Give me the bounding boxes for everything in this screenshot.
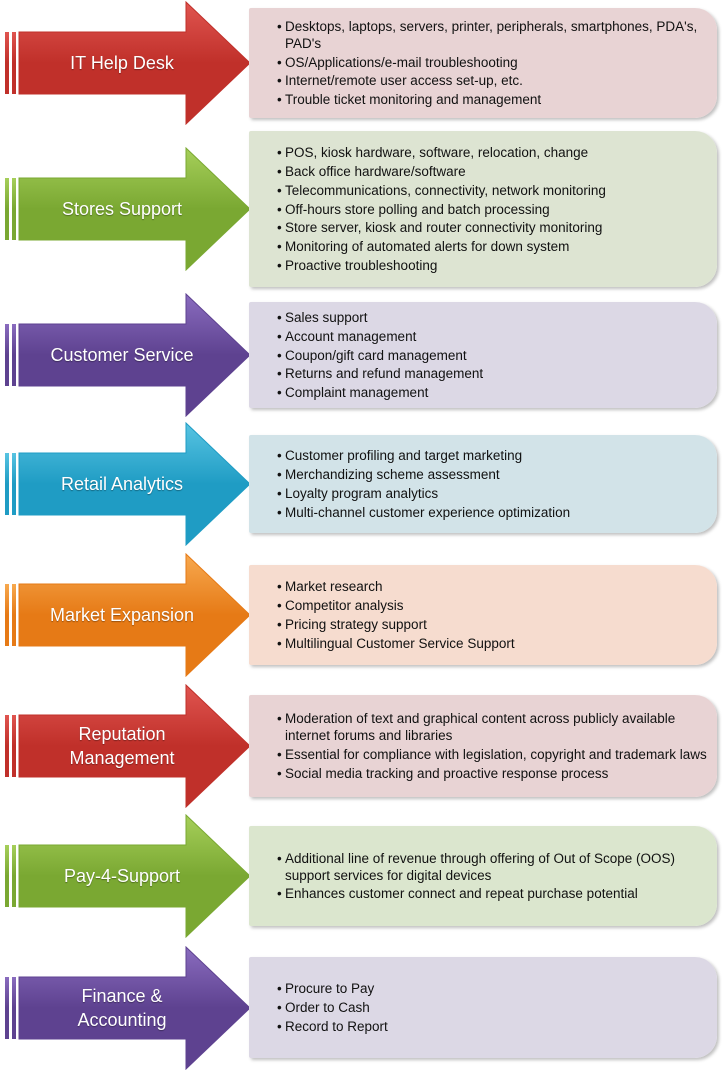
bullet-item: Essential for compliance with legislatio… — [277, 746, 709, 763]
bullet-item: Returns and refund management — [277, 365, 709, 382]
bullet-item: Multilingual Customer Service Support — [277, 635, 709, 652]
bullet-list: Procure to PayOrder to CashRecord to Rep… — [277, 978, 709, 1036]
arrow-shape — [0, 147, 252, 271]
arrow-shape — [0, 945, 252, 1070]
category-title-line: Management — [69, 748, 175, 768]
category-title-line: Finance & — [81, 985, 163, 1006]
bullet-item: Record to Report — [277, 1018, 709, 1035]
bullet-item: Complaint management — [277, 384, 709, 401]
service-row: Retail Analytics Customer profiling and t… — [0, 422, 722, 546]
bullet-item: Multi-channel customer experience optimi… — [277, 504, 709, 521]
bullet-item: Social media tracking and proactive resp… — [277, 765, 709, 782]
bullet-list: Sales supportAccount managementCoupon/gi… — [277, 307, 709, 403]
category-title: Pay-4-Support — [22, 864, 222, 888]
arrow-shape — [0, 684, 252, 808]
arrow-shape — [0, 553, 252, 677]
category-title-line: Reputation — [78, 724, 166, 744]
bullet-item: Off-hours store polling and batch proces… — [277, 201, 709, 218]
category-title: IT Help Desk — [22, 51, 222, 75]
bullet-item: Store server, kiosk and router connectiv… — [277, 219, 709, 236]
details-box: Procure to PayOrder to CashRecord to Rep… — [249, 957, 717, 1058]
bullet-item: Pricing strategy support — [277, 616, 709, 633]
category-title-line: Accounting — [77, 1009, 167, 1030]
bullet-list: POS, kiosk hardware, software, relocatio… — [277, 142, 709, 275]
service-row: Customer Service Sales supportAccount man… — [0, 293, 722, 417]
category-title-line: Market Expansion — [49, 605, 195, 625]
bullet-item: Proactive troubleshooting — [277, 257, 709, 274]
bullet-item: Competitor analysis — [277, 597, 709, 614]
category-title: Market Expansion — [22, 603, 222, 627]
service-row: Market Expansion Market researchCompetito… — [0, 553, 722, 677]
bullet-list: Market researchCompetitor analysisPricin… — [277, 577, 709, 654]
bullet-item: OS/Applications/e-mail troubleshooting — [277, 54, 709, 71]
details-box: POS, kiosk hardware, software, relocatio… — [249, 131, 717, 287]
bullet-item: Telecommunications, connectivity, networ… — [277, 182, 709, 199]
service-row: Stores Support POS, kiosk hardware, softw… — [0, 131, 722, 287]
bullet-item: Enhances customer connect and repeat pur… — [277, 885, 709, 902]
details-box: Moderation of text and graphical content… — [249, 695, 717, 797]
bullet-item: Coupon/gift card management — [277, 347, 709, 364]
category-title-line: Stores Support — [61, 199, 183, 219]
bullet-item: Internet/remote user access set-up, etc. — [277, 72, 709, 89]
category-title: Stores Support — [22, 197, 222, 221]
service-row: Pay-4-Support Additional line of revenue … — [0, 814, 722, 938]
category-title: Finance & Accounting — [22, 984, 222, 1032]
bullet-item: Order to Cash — [277, 999, 709, 1016]
bullet-list: Moderation of text and graphical content… — [277, 708, 709, 783]
arrow-shape — [0, 1, 252, 125]
service-row: Finance & Accounting Procure to PayOrder t… — [0, 945, 722, 1070]
bullet-item: Back office hardware/software — [277, 163, 709, 180]
details-box: Market researchCompetitor analysisPricin… — [249, 565, 717, 665]
arrow-shape — [0, 293, 252, 417]
category-title: Customer Service — [22, 343, 222, 367]
bullet-item: Market research — [277, 578, 709, 595]
bullet-item: Sales support — [277, 309, 709, 326]
details-box: Desktops, laptops, servers, printer, per… — [249, 8, 717, 118]
bullet-item: Monitoring of automated alerts for down … — [277, 238, 709, 255]
bullet-list: Desktops, laptops, servers, printer, per… — [277, 16, 709, 110]
bullet-item: Account management — [277, 328, 709, 345]
bullet-item: POS, kiosk hardware, software, relocatio… — [277, 144, 709, 161]
bullet-item: Procure to Pay — [277, 980, 709, 997]
arrow-shape — [0, 422, 252, 546]
category-title: Retail Analytics — [22, 472, 222, 496]
bullet-item: Trouble ticket monitoring and management — [277, 91, 709, 108]
category-title-line: Pay-4-Support — [63, 866, 181, 886]
category-title-line: Customer Service — [50, 345, 194, 365]
details-box: Additional line of revenue through offer… — [249, 826, 717, 926]
bullet-item: Merchandizing scheme assessment — [277, 466, 709, 483]
bullet-item: Additional line of revenue through offer… — [277, 850, 709, 884]
bullet-item: Moderation of text and graphical content… — [277, 710, 709, 744]
bullet-item: Loyalty program analytics — [277, 485, 709, 502]
bullet-item: Customer profiling and target marketing — [277, 447, 709, 464]
details-box: Customer profiling and target marketingM… — [249, 435, 717, 533]
bullet-list: Customer profiling and target marketingM… — [277, 446, 709, 523]
bullet-item: Desktops, laptops, servers, printer, per… — [277, 18, 709, 52]
bullet-list: Additional line of revenue through offer… — [277, 848, 709, 904]
arrow-shape — [0, 814, 252, 938]
service-row: IT Help Desk Desktops, laptops, servers, … — [0, 1, 722, 125]
details-box: Sales supportAccount managementCoupon/gi… — [249, 302, 717, 408]
category-title-line: IT Help Desk — [70, 53, 174, 73]
category-title-line: Retail Analytics — [60, 474, 184, 494]
